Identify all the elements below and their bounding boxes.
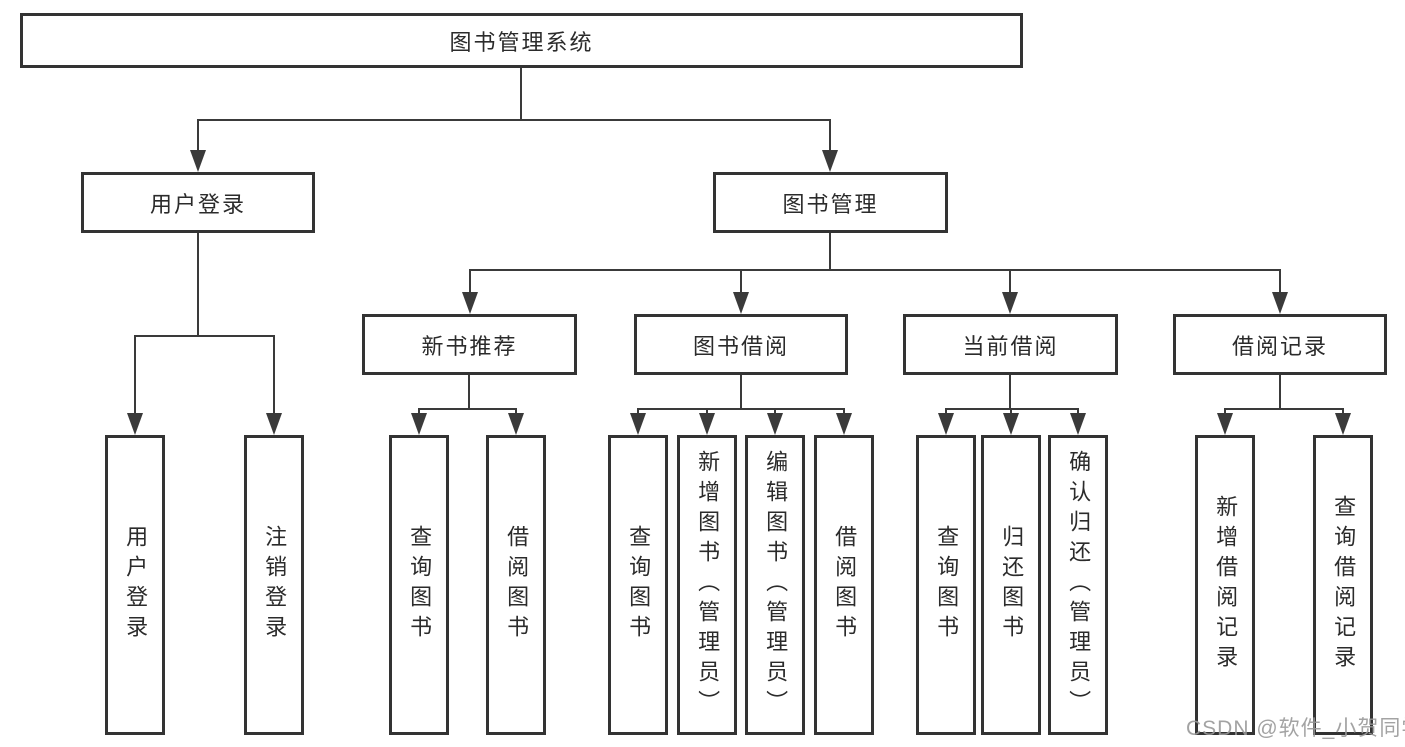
- arrowhead-fanB-3: [767, 413, 783, 435]
- arrowhead-fanA-1: [411, 413, 427, 435]
- arrowhead-fanB-2: [699, 413, 715, 435]
- node-book-borrowing: 图书借阅: [634, 314, 848, 375]
- connector-fanB-stem: [740, 374, 742, 409]
- leaf-query-borrow-record: 查询借阅记录: [1313, 435, 1373, 735]
- leaf-logout: 注销登录: [244, 435, 304, 735]
- node-current-borrowing: 当前借阅: [903, 314, 1118, 375]
- connector-drop-leaf-logout: [273, 335, 275, 416]
- csdn-watermark: CSDN @软件_小贺同学: [1186, 717, 1405, 740]
- leaf-query-books-borrow: 查询图书: [608, 435, 668, 735]
- arrowhead-leaf-user-login: [127, 413, 143, 435]
- connector-drop-book-borrow: [740, 269, 742, 296]
- connector-fanC-stem: [1009, 374, 1011, 409]
- leaf-edit-books-admin: 编辑图书（管理员）: [745, 435, 805, 735]
- node-library-management-system: 图书管理系统: [20, 13, 1023, 68]
- connector-fanD-drop1: [1224, 408, 1226, 416]
- arrowhead-current-borrow: [1002, 292, 1018, 314]
- arrowhead-fanC-2: [1003, 413, 1019, 435]
- connector-fanA-stem: [468, 374, 470, 409]
- arrowhead-book-borrow: [733, 292, 749, 314]
- connector-fanC-drop2: [1010, 408, 1012, 416]
- connector-drop-current-borrow: [1009, 269, 1011, 296]
- leaf-query-books-rec: 查询图书: [389, 435, 449, 735]
- connector-fanC-drop3: [1077, 408, 1079, 416]
- arrowhead-new-book-rec: [462, 292, 478, 314]
- connector-book-mgmt-stem: [829, 232, 831, 271]
- connector-user-login-bar: [134, 335, 275, 337]
- arrowhead-fanB-1: [630, 413, 646, 435]
- connector-fanD-stem: [1279, 374, 1281, 409]
- node-borrowing-records: 借阅记录: [1173, 314, 1387, 375]
- node-new-book-recommendation: 新书推荐: [362, 314, 577, 375]
- connector-root-stem: [520, 67, 522, 120]
- leaf-return-books: 归还图书: [981, 435, 1041, 735]
- arrowhead-fanB-4: [836, 413, 852, 435]
- connector-drop-user-login: [197, 119, 199, 154]
- connector-fanB-drop4: [843, 408, 845, 416]
- leaf-add-books-admin: 新增图书（管理员）: [677, 435, 737, 735]
- connector-fanA-drop2: [515, 408, 517, 416]
- connector-fanD-drop2: [1342, 408, 1344, 416]
- leaf-query-books-current: 查询图书: [916, 435, 976, 735]
- node-user-login: 用户登录: [81, 172, 315, 233]
- connector-fanA-drop1: [418, 408, 420, 416]
- connector-level2-bar: [197, 119, 831, 121]
- connector-user-login-stem: [197, 232, 199, 336]
- connector-fanB-bar: [637, 408, 845, 410]
- arrowhead-user-login: [190, 150, 206, 172]
- leaf-user-login: 用户登录: [105, 435, 165, 735]
- connector-fanB-drop3: [774, 408, 776, 416]
- arrowhead-fanD-2: [1335, 413, 1351, 435]
- connector-drop-leaf-user-login: [134, 335, 136, 416]
- connector-level3-bar: [469, 269, 1280, 271]
- arrowhead-book-mgmt: [822, 150, 838, 172]
- leaf-confirm-return-admin: 确认归还（管理员）: [1048, 435, 1108, 735]
- connector-fanB-drop1: [637, 408, 639, 416]
- connector-fanA-bar: [418, 408, 517, 410]
- arrowhead-borrow-records: [1272, 292, 1288, 314]
- connector-fanD-bar: [1224, 408, 1344, 410]
- connector-drop-book-mgmt: [829, 119, 831, 154]
- arrowhead-fanC-3: [1070, 413, 1086, 435]
- arrowhead-fanA-2: [508, 413, 524, 435]
- connector-drop-new-book-rec: [469, 269, 471, 296]
- leaf-add-borrow-record: 新增借阅记录: [1195, 435, 1255, 735]
- node-book-management: 图书管理: [713, 172, 948, 233]
- arrowhead-fanD-1: [1217, 413, 1233, 435]
- connector-drop-borrow-records: [1279, 269, 1281, 296]
- connector-fanC-drop1: [945, 408, 947, 416]
- leaf-borrow-books: 借阅图书: [814, 435, 874, 735]
- connector-fanB-drop2: [706, 408, 708, 416]
- arrowhead-leaf-logout: [266, 413, 282, 435]
- arrowhead-fanC-1: [938, 413, 954, 435]
- connector-fanC-bar: [945, 408, 1079, 410]
- leaf-borrow-books-rec: 借阅图书: [486, 435, 546, 735]
